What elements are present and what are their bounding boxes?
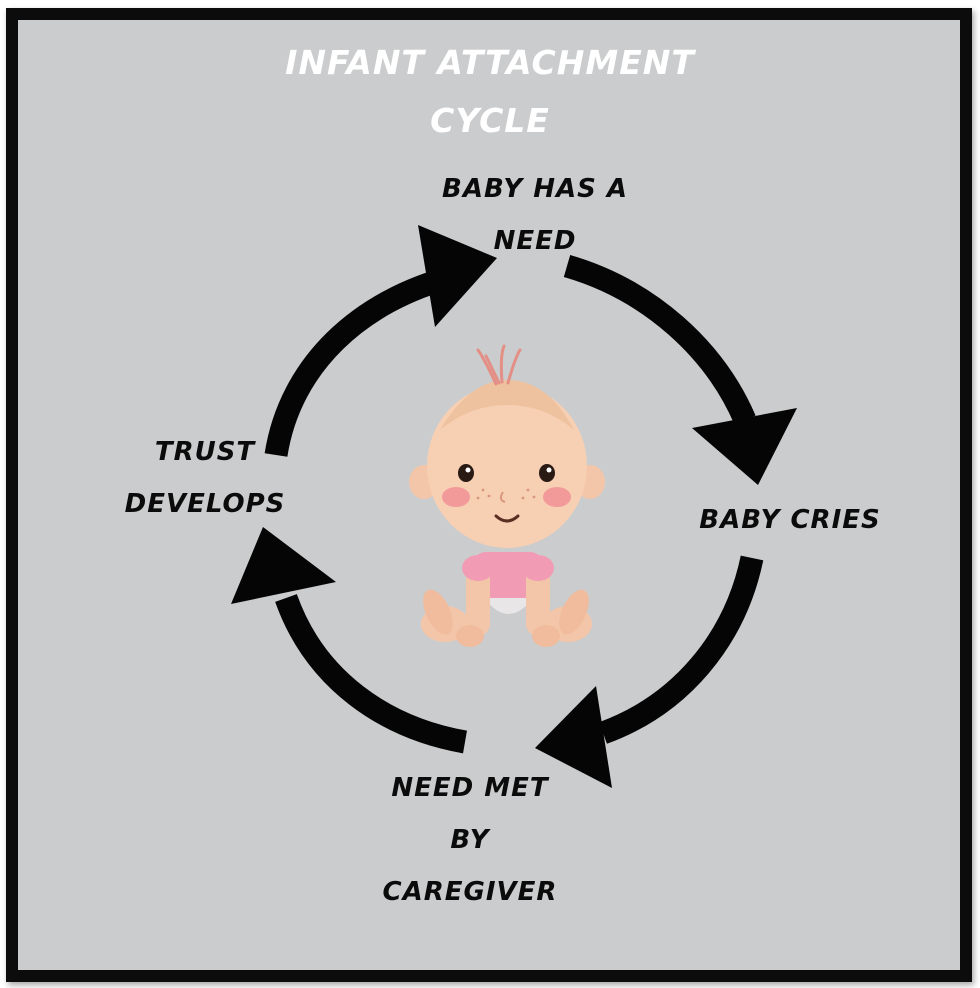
baby-right-eye [539, 464, 555, 482]
node-baby-has-a-need: BABY HAS A NEED [442, 174, 628, 256]
arrow-cries-to-need-met [535, 555, 764, 788]
node-baby-cries: BABY CRIES [699, 505, 881, 535]
baby-right-cheek [543, 487, 571, 507]
node-trust-develops: TRUST DEVELOPS [124, 437, 286, 519]
baby-left-eye [458, 464, 474, 482]
baby-left-cheek [442, 487, 470, 507]
baby-illustration [409, 344, 605, 647]
arrow-trust-to-need [264, 225, 497, 457]
arrow-need-met-to-trust [231, 527, 468, 754]
diagram-title: INFANT ATTACHMENT CYCLE [285, 43, 695, 140]
baby-head [427, 384, 587, 548]
node-need-met-by-caregiver: NEED MET BY CAREGIVER [382, 773, 558, 907]
arrow-need-to-cries [563, 254, 797, 485]
baby-mouth [494, 514, 520, 523]
